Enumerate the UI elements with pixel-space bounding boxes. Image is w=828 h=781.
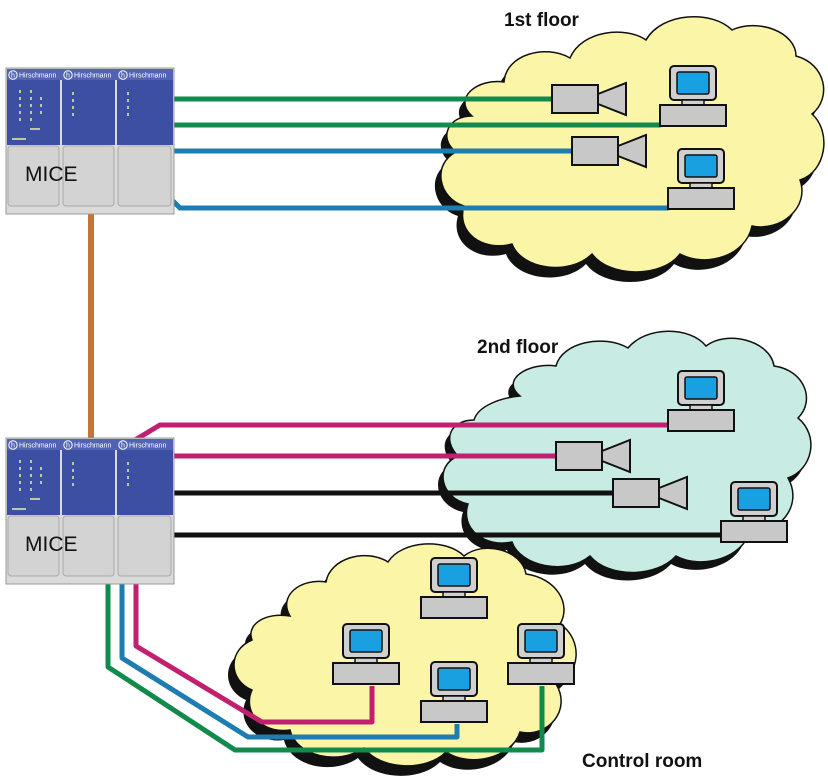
computer-icon (667, 370, 735, 432)
label-control-room: Control room (582, 751, 703, 772)
cables-control-room (105, 582, 545, 753)
module-brand: Hirschmann (74, 443, 111, 450)
computer-icon (332, 623, 400, 685)
switch-name: MICE (25, 163, 78, 186)
cable-magenta-control (133, 582, 375, 725)
mice-switch-bottom: Hirschmann Hirschmann Hirschmann MICE (5, 437, 175, 585)
module-brand: Hirschmann (129, 443, 166, 450)
label-2nd-floor: 2nd floor (477, 337, 559, 358)
camera-icon (612, 476, 688, 510)
camera-icon (571, 134, 647, 168)
cable-green-control (105, 582, 545, 753)
computer-icon (507, 623, 575, 685)
cloud-control-room (228, 543, 577, 776)
cables-2nd-floor (132, 422, 724, 538)
switch-name: MICE (25, 533, 78, 556)
label-1st-floor: 1st floor (504, 10, 579, 31)
camera-icon (551, 82, 627, 116)
cable-blue-2 (169, 197, 671, 211)
module-brand: Hirschmann (19, 443, 56, 450)
module-brand: Hirschmann (129, 73, 166, 80)
computer-icon (659, 65, 727, 127)
computer-icon (420, 557, 488, 619)
computer-icon (420, 661, 488, 723)
camera-icon (555, 439, 631, 473)
cable-magenta-1 (132, 422, 671, 443)
computer-icon (667, 148, 735, 210)
cables-1st-floor (169, 96, 671, 211)
module-brand: Hirschmann (74, 73, 111, 80)
module-brand: Hirschmann (19, 73, 56, 80)
mice-switch-top: Hirschmann Hirschmann Hirschmann MICE (5, 67, 175, 215)
computer-icon (720, 481, 788, 543)
cable-blue-control (119, 582, 460, 740)
